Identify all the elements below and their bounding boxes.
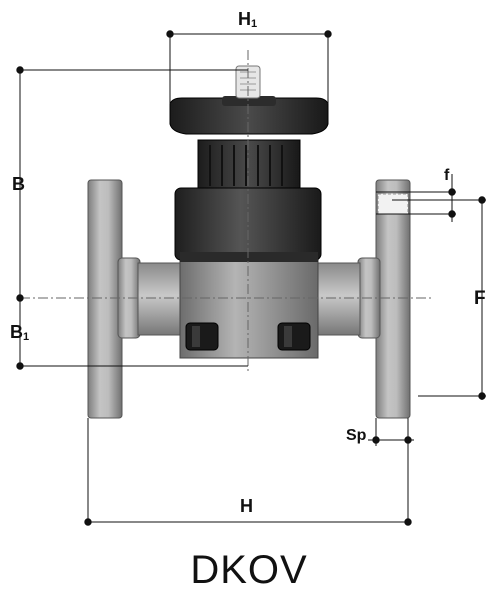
bottom-nut-left	[185, 322, 219, 351]
label-f: f	[444, 167, 450, 184]
center-lines	[20, 50, 432, 372]
neck-ribs	[209, 145, 283, 186]
label-B: B	[12, 174, 25, 194]
left-flange	[87, 179, 123, 419]
model-title: DKOV	[190, 548, 308, 592]
handwheel-hub	[222, 96, 276, 106]
dimension-labels: H1 B B1 f F Sp H	[10, 9, 486, 516]
handwheel	[169, 97, 329, 135]
label-H: H	[240, 496, 253, 516]
label-F: F	[474, 288, 486, 309]
bottom-nut-right-highlight	[284, 326, 292, 347]
label-Sp: Sp	[346, 427, 367, 444]
dimension-lines	[16, 30, 486, 526]
bottom-nut-right	[277, 322, 311, 351]
bonnet-base	[180, 252, 318, 262]
left-socket	[137, 262, 185, 336]
label-B1: B1	[10, 322, 29, 343]
right-socket	[313, 262, 361, 336]
right-flange	[375, 179, 411, 419]
actuator-neck	[197, 139, 301, 189]
bolt-hole	[377, 193, 409, 215]
valve-body	[87, 65, 411, 419]
bottom-nut-left-highlight	[192, 326, 200, 347]
label-H1: H1	[238, 9, 257, 30]
